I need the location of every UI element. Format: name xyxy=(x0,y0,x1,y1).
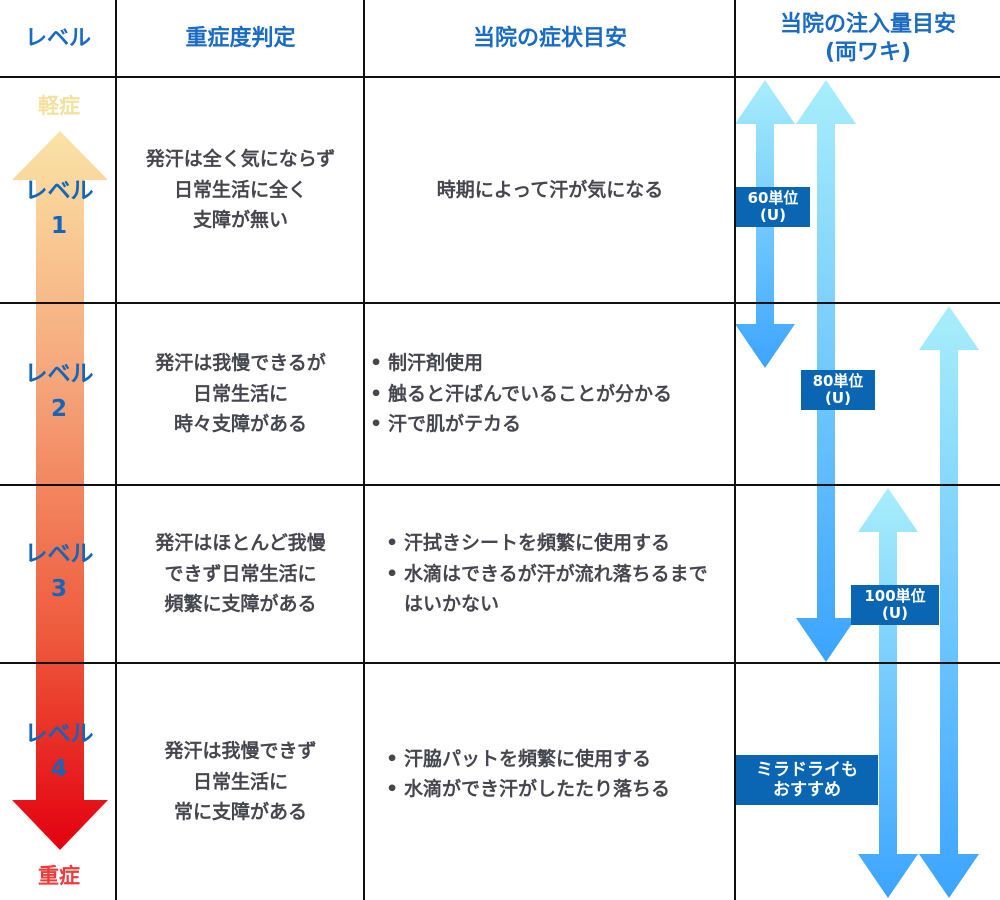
mild-label: 軽症 xyxy=(38,94,80,118)
dose-badge-100: 100単位 (U) xyxy=(851,585,939,625)
severity-line: 支障が無い xyxy=(192,209,288,232)
miradry-line: おすすめ xyxy=(773,780,841,800)
header-severity: 重症度判定 xyxy=(185,25,296,51)
dose-amount: 60単位 xyxy=(747,189,799,207)
dose-amount: 80単位 xyxy=(812,372,864,390)
level-2-label: レベル 2 xyxy=(0,357,118,426)
symptom-item: 触ると汗ばんでいることが分かる xyxy=(368,379,672,410)
level-number: 2 xyxy=(50,395,67,422)
miradry-badge: ミラドライも おすすめ xyxy=(736,755,878,805)
severe-label: 重症 xyxy=(38,864,80,888)
col-divider-3 xyxy=(734,0,736,900)
symptom-cell-2: 制汗剤使用 触ると汗ばんでいることが分かる 汗で肌がテカる xyxy=(368,304,735,484)
severity-line: 発汗は我慢できず xyxy=(164,740,317,763)
symptom-item: 汗で肌がテカる xyxy=(368,409,672,440)
symptom-cell-4: 汗脇パットを頻繁に使用する 水滴ができ汗がしたたり落ちる xyxy=(384,664,724,884)
severity-scale-arrow xyxy=(12,131,108,850)
level-1-label: レベル 1 xyxy=(0,174,118,243)
level-4-label: レベル 4 xyxy=(0,717,118,786)
row-divider-1 xyxy=(0,302,1000,304)
symptom-item: 水滴ができ汗がしたたり落ちる xyxy=(384,774,670,805)
symptom-item: 汗脇パットを頻繁に使用する xyxy=(384,744,670,775)
level-number: 4 xyxy=(50,755,67,782)
severity-cell-3: 発汗はほとんど我慢 できず日常生活に 頻繁に支障がある xyxy=(117,486,364,662)
miradry-line: ミラドライも xyxy=(756,760,858,780)
severity-line: できず日常生活に xyxy=(164,562,317,585)
symptom-text: 時期によって汗が気になる xyxy=(436,178,664,201)
col-divider-2 xyxy=(363,0,365,900)
dose-unit: (U) xyxy=(825,389,851,407)
dose-range-arrow xyxy=(858,488,918,898)
severity-line: 発汗は全く気にならず xyxy=(145,148,336,171)
severity-line: 発汗はほとんど我慢 xyxy=(155,532,326,555)
level-3-label: レベル 3 xyxy=(0,537,118,606)
header-divider xyxy=(0,76,1000,78)
symptom-item: 汗拭きシートを頻繁に使用する xyxy=(384,528,724,559)
level-word: レベル xyxy=(24,721,94,747)
dose-unit: (U) xyxy=(882,604,908,622)
header-dose-line1: 当院の注入量目安 xyxy=(779,12,956,37)
header-level: レベル xyxy=(24,25,91,51)
severity-cell-2: 発汗は我慢できるが 日常生活に 時々支障がある xyxy=(117,304,364,484)
severity-cell-4: 発汗は我慢できず 日常生活に 常に支障がある xyxy=(117,664,364,900)
symptom-cell-1: 時期によって汗が気になる xyxy=(365,78,735,302)
dose-amount: 100単位 xyxy=(864,587,926,605)
dose-badge-80: 80単位 (U) xyxy=(801,370,875,410)
level-number: 1 xyxy=(50,212,67,239)
severity-line: 日常生活に全く xyxy=(173,178,307,201)
severity-line: 日常生活に xyxy=(192,770,288,793)
dose-unit: (U) xyxy=(760,206,786,224)
row-divider-3 xyxy=(0,662,1000,664)
row-divider-2 xyxy=(0,484,1000,486)
severity-line: 日常生活に xyxy=(192,382,288,405)
header-symptoms: 当院の症状目安 xyxy=(472,25,627,51)
level-word: レベル xyxy=(24,541,94,567)
col-divider-1 xyxy=(115,0,117,900)
severity-cell-1: 発汗は全く気にならず 日常生活に全く 支障が無い xyxy=(117,78,364,302)
symptom-cell-3: 汗拭きシートを頻繁に使用する 水滴はできるが汗が流れ落ちるまではいかない xyxy=(384,486,724,662)
severity-line: 頻繁に支障がある xyxy=(164,593,317,616)
symptom-item: 制汗剤使用 xyxy=(368,348,672,379)
symptom-item: 水滴はできるが汗が流れ落ちるまではいかない xyxy=(384,559,724,620)
header-dose: 当院の注入量目安 (両ワキ) xyxy=(736,0,1000,77)
severity-line: 時々支障がある xyxy=(173,413,307,436)
level-number: 3 xyxy=(50,575,67,602)
level-word: レベル xyxy=(24,361,94,387)
dose-range-arrow xyxy=(919,306,979,898)
severity-line: 常に支障がある xyxy=(173,801,307,824)
level-word: レベル xyxy=(24,178,94,204)
dose-badge-60: 60単位 (U) xyxy=(736,187,810,227)
severity-line: 発汗は我慢できるが xyxy=(155,352,326,375)
header-dose-line2: (両ワキ) xyxy=(824,39,912,65)
